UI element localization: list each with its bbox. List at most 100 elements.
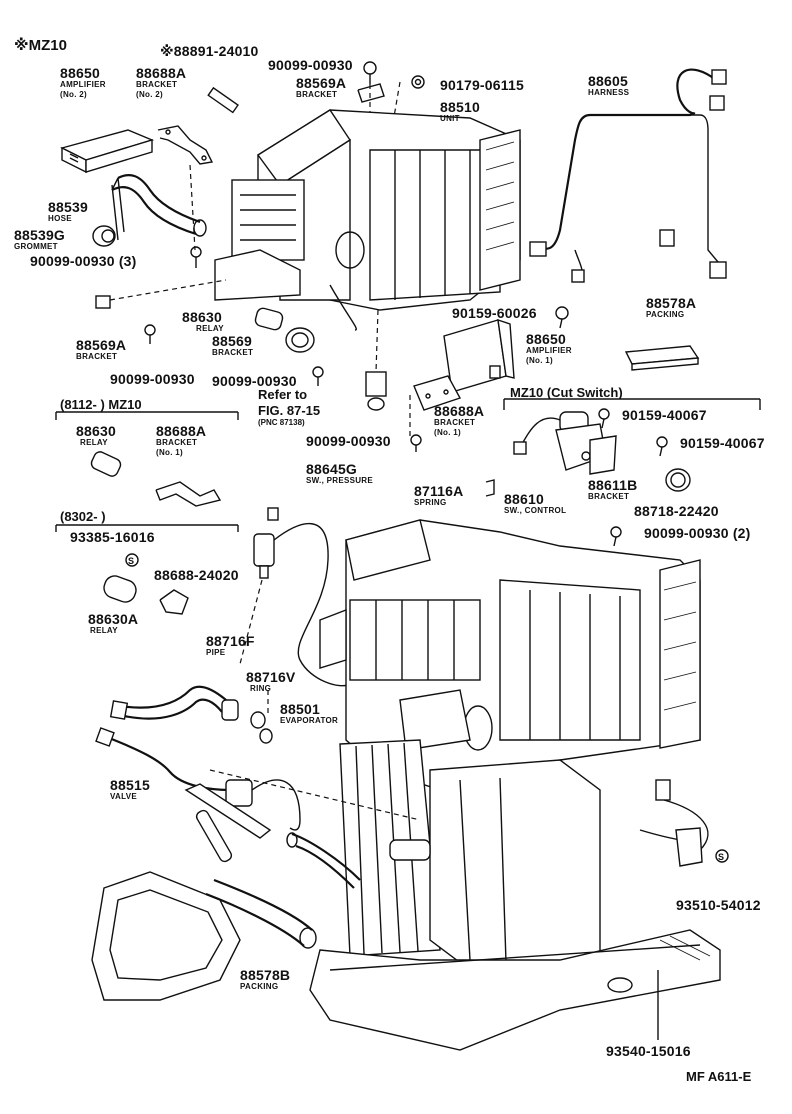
part-88645G-name: SW., PRESSURE (306, 476, 374, 485)
group-frame-8112 (55, 411, 239, 420)
part-88515-number: 88515 (110, 777, 150, 793)
group-frame-8302 (55, 524, 239, 532)
part-90159-60026-number: 90159-60026 (452, 305, 537, 321)
part-90179-number: 90179-06115 (440, 77, 524, 93)
spring-87116A-drawing (485, 479, 495, 497)
svg-text:S: S (128, 556, 134, 566)
group-8112-title: (8112- ) MZ10 (60, 397, 142, 412)
part-88716F-number: 88716F (206, 633, 255, 649)
part-90099-d-number: 90099-00930 (306, 433, 391, 449)
part-88716F-name: PIPE (206, 648, 226, 657)
part-88630-box-number: 88630 (76, 423, 116, 439)
amplifier-no2-drawing (60, 129, 155, 174)
relay-88630A-drawing (103, 575, 137, 603)
part-90099-a-number: 90099-00930 (268, 57, 353, 73)
group-8302-title: (8302- ) (60, 509, 106, 524)
part-90099-b-number: 90099-00930 (110, 371, 195, 387)
svg-text:S: S (718, 852, 724, 862)
screw-3-drawing (190, 246, 202, 268)
part-88501-name: EVAPORATOR (280, 716, 339, 725)
part-88578A-name: PACKING (646, 310, 685, 319)
grommet-drawing (92, 225, 116, 247)
relay-8112-drawing (90, 451, 122, 477)
part-88611B-number: 88611B (588, 477, 638, 493)
part-88569A-top-number: 88569A (296, 75, 347, 91)
screw-90099-2-drawing (610, 526, 622, 547)
part-88611B-name: BRACKET (588, 492, 630, 501)
refer-line1: Refer to (258, 387, 308, 402)
part-88688A-mid-number: 88688A (434, 403, 485, 419)
part-88716V-name: RING (250, 684, 272, 693)
part-88610-name: SW., CONTROL (504, 506, 567, 515)
part-90099-3-number: 90099-00930 (3) (30, 253, 137, 269)
part-88650-top-name: AMPLIFIER (60, 80, 106, 89)
part-88569A-left-number: 88569A (76, 337, 127, 353)
part-88539G-name: GROMMET (14, 242, 58, 251)
fuse-drawing (207, 86, 239, 114)
ring-drawing (250, 711, 273, 744)
part-88510-number: 88510 (440, 99, 480, 115)
screw-mid-drawing (312, 366, 422, 452)
part-88578A-number: 88578A (646, 295, 697, 311)
evaporator-drawing (339, 739, 601, 971)
part-88630A-number: 88630A (88, 611, 139, 627)
part-88605-name: HARNESS (588, 88, 630, 97)
harness-drawing (529, 68, 727, 283)
part-88650-top-number: 88650 (60, 65, 100, 81)
part-88569A-left-name: BRACKET (76, 352, 118, 361)
screw-90159-60026-drawing (555, 306, 569, 329)
hose-drawing (111, 174, 207, 241)
lower-unit-case-drawing (319, 519, 701, 791)
part-88510-name: UNIT (440, 114, 460, 123)
relay-88630-drawing (254, 307, 284, 331)
packing-88578A-drawing (624, 345, 700, 371)
model-header: ※MZ10 (14, 37, 67, 54)
part-88688A-top-number: 88688A (136, 65, 187, 81)
part-88650-mid-name: AMPLIFIER (526, 346, 572, 355)
part-88688A-mid-name: BRACKET (434, 418, 476, 427)
part-88688A-box-name: BRACKET (156, 438, 198, 447)
part-93385-number: 93385-16016 (70, 529, 155, 545)
part-88569A-top-name: BRACKET (296, 90, 338, 99)
part-88630-number: 88630 (182, 309, 222, 325)
nut-90179-drawing (411, 75, 425, 89)
part-88891-number: ※88891-24010 (160, 43, 259, 59)
part-87116A-name: SPRING (414, 498, 447, 507)
bracket-88611B-drawing (589, 435, 617, 475)
part-88645G-number: 88645G (306, 461, 358, 477)
screws-90159-40067-drawing (598, 408, 668, 457)
part-88501-number: 88501 (280, 701, 320, 717)
group-frame-cut-switch (503, 398, 761, 410)
part-90159-40067a-number: 90159-40067 (622, 407, 707, 423)
part-88688A-mid-sub: (No. 1) (434, 428, 461, 437)
amplifier-no1-drawing (443, 318, 515, 393)
part-88515-name: VALVE (110, 792, 137, 801)
lower-tray-drawing (309, 929, 721, 1051)
part-88610-number: 88610 (504, 491, 544, 507)
refer-part-drawing (365, 371, 387, 411)
bracket-8112-drawing (155, 481, 222, 507)
expansion-valve-drawing (184, 779, 301, 863)
part-88539G-number: 88539G (14, 227, 66, 243)
part-88539-name: HOSE (48, 214, 72, 223)
part-88539-number: 88539 (48, 199, 88, 215)
part-88569-number: 88569 (212, 333, 252, 349)
pipe-drawing (95, 685, 239, 792)
part-88688A-top-sub: (No. 2) (136, 90, 163, 99)
part-88630-box-name: RELAY (80, 438, 108, 447)
bracket-no1-drawing (413, 375, 462, 411)
bracket-no2-drawing (157, 125, 214, 165)
refer-line2: FIG. 87-15 (258, 403, 321, 418)
screw-left-drawing (144, 324, 156, 344)
part-88718-number: 88718-22420 (634, 503, 719, 519)
refer-line3: (PNC 87138) (258, 418, 305, 427)
group-cut-switch-title: MZ10 (Cut Switch) (510, 385, 623, 400)
part-90099-c-number: 90099-00930 (212, 373, 297, 389)
part-90099-2-number: 90099-00930 (2) (644, 525, 751, 541)
bracket-88569-drawing (285, 327, 315, 353)
part-88578B-number: 88578B (240, 967, 291, 983)
bracket-88688-drawing (159, 589, 189, 615)
part-88650-mid-number: 88650 (526, 331, 566, 347)
